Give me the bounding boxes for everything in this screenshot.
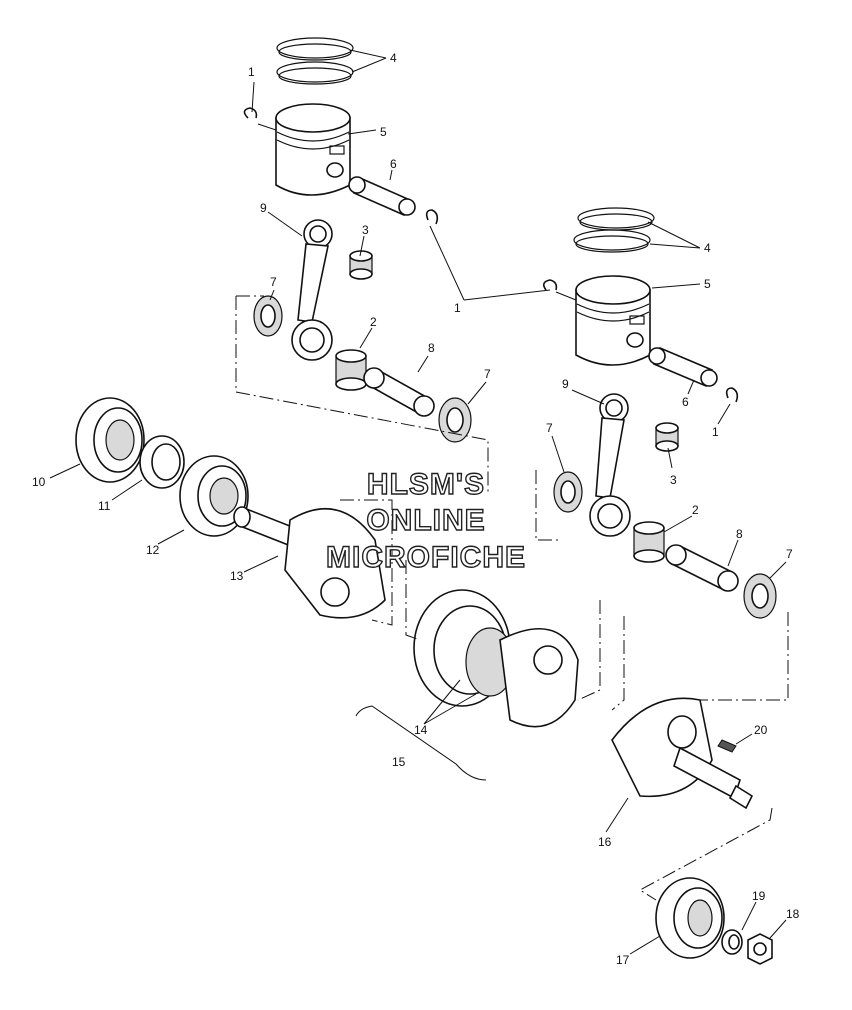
callout-4-b: 4 <box>704 241 711 255</box>
callout-18: 18 <box>786 907 800 921</box>
callout-7-b: 7 <box>484 367 491 381</box>
callout-6-a: 6 <box>390 157 397 171</box>
callout-14: 14 <box>414 723 428 737</box>
callout-19: 19 <box>752 889 766 903</box>
nut <box>747 933 773 965</box>
circlip-left-top <box>243 107 258 119</box>
spacer-ring <box>139 435 185 489</box>
conrod-left <box>291 219 333 361</box>
needle-bearing-small-right <box>655 422 679 452</box>
assembly-lines <box>235 123 789 901</box>
callout-9-b: 9 <box>562 377 569 391</box>
callout-2-a: 2 <box>370 315 377 329</box>
watermark-line-2: ONLINE <box>366 504 485 537</box>
needle-bearing-small-left <box>349 250 373 280</box>
watermark-line-1: HLSM'S <box>367 468 485 501</box>
piston-rings-left <box>276 37 354 85</box>
callout-3-b: 3 <box>670 473 677 487</box>
thrust-washer-left-b <box>438 397 472 443</box>
crank-pin-right <box>665 544 739 592</box>
watermark-line-3: MICROFICHE <box>326 541 526 574</box>
callout-10: 10 <box>32 475 46 489</box>
callout-3-a: 3 <box>362 223 369 237</box>
circlip-right-left <box>542 279 558 291</box>
piston-right <box>575 275 651 366</box>
crank-half-left <box>233 506 386 619</box>
callout-5-b: 5 <box>704 277 711 291</box>
piston-pin-right <box>648 346 718 388</box>
main-bearing-right <box>655 877 725 959</box>
thrust-washer-right-b <box>743 573 777 619</box>
leader-lines <box>49 49 787 955</box>
piston-rings-right <box>573 207 655 253</box>
thrust-washer-right-a <box>553 471 583 513</box>
callout-1-c: 1 <box>712 425 719 439</box>
callout-1-b: 1 <box>454 301 461 315</box>
piston-pin-left <box>348 176 416 217</box>
callout-8-a: 8 <box>428 341 435 355</box>
main-bearing-left <box>75 397 145 483</box>
callout-5-a: 5 <box>380 125 387 139</box>
main-bearing-left-inner <box>179 455 249 537</box>
callout-16: 16 <box>598 835 612 849</box>
needle-bearing-large-left <box>335 349 367 391</box>
crank-half-right <box>611 697 754 810</box>
watermark: HLSM'S ONLINE MICROFICHE <box>325 467 526 574</box>
callout-4-a: 4 <box>390 51 397 65</box>
callout-12: 12 <box>146 543 160 557</box>
circlip-right-right <box>725 387 739 403</box>
callout-15: 15 <box>392 755 406 769</box>
callout-8-b: 8 <box>736 527 743 541</box>
circlip-left-right <box>425 209 439 225</box>
conrod-right <box>589 393 631 537</box>
crank-center-pair <box>413 589 579 728</box>
callout-11: 11 <box>98 499 111 513</box>
callout-9-a: 9 <box>260 201 267 215</box>
washer <box>721 929 743 955</box>
callout-numbers: 1 4 5 6 9 3 7 2 8 7 1 4 5 6 1 9 7 3 2 8 … <box>32 51 800 967</box>
callout-13: 13 <box>230 569 244 583</box>
callout-1-a: 1 <box>248 65 255 79</box>
piston-left <box>275 103 351 196</box>
callout-7-c: 7 <box>546 421 553 435</box>
callout-7-d: 7 <box>786 547 793 561</box>
callout-7-a: 7 <box>270 275 277 289</box>
callout-20: 20 <box>754 723 768 737</box>
callout-2-b: 2 <box>692 503 699 517</box>
needle-bearing-large-right <box>633 521 665 563</box>
thrust-washer-left-a <box>253 295 283 337</box>
crank-pin-left <box>363 367 435 417</box>
callout-6-b: 6 <box>682 395 689 409</box>
bracket-15 <box>355 705 487 781</box>
callout-17: 17 <box>616 953 630 967</box>
